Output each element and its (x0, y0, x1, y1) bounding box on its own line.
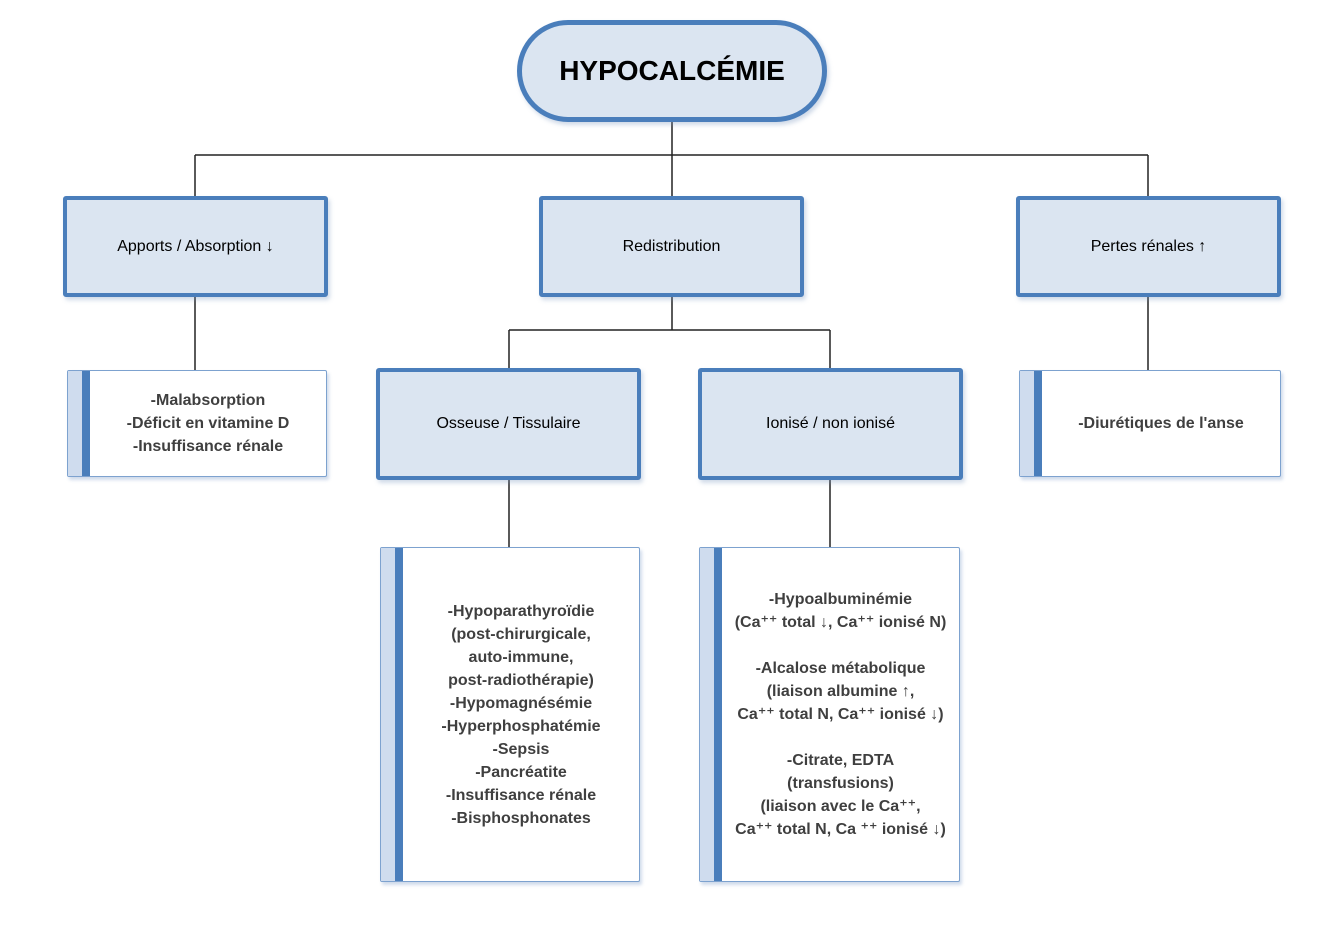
list-item: -Déficit en vitamine D (126, 415, 290, 432)
list-item: -Insuffisance rénale (445, 786, 597, 804)
list-ionise-causes: -Hypoalbuminémie (Ca⁺⁺ total ↓, Ca⁺⁺ ion… (699, 547, 960, 882)
node-apports-absorption: Apports / Absorption ↓ (63, 196, 328, 297)
list-pertes-causes: -Diurétiques de l'anse (1019, 370, 1281, 477)
list-item: -Malabsorption (150, 392, 266, 409)
list-item: -Bisphosphonates (451, 809, 591, 827)
node-redistribution-label: Redistribution (622, 237, 721, 255)
node-pertes-renales: Pertes rénales ↑ (1016, 196, 1281, 297)
accent-stripe-dark (1034, 371, 1042, 476)
node-ionise-non-ionise: Ionisé / non ionisé (698, 368, 963, 480)
accent-stripe-dark (82, 371, 90, 476)
list-item: (transfusions) (787, 775, 894, 792)
list-content: -Hypoparathyroïdie (post-chirurgicale, a… (403, 548, 639, 881)
accent-stripe-dark (395, 548, 403, 881)
list-content: -Hypoalbuminémie (Ca⁺⁺ total ↓, Ca⁺⁺ ion… (722, 548, 959, 881)
list-item: auto-immune, (468, 648, 574, 666)
list-item: -Hypomagnésémie (449, 694, 593, 712)
list-item: -Pancréatite (475, 763, 567, 781)
list-item: (Ca⁺⁺ total ↓, Ca⁺⁺ ionisé N) (734, 614, 947, 631)
list-item: -Diurétiques de l'anse (1078, 415, 1244, 432)
list-item: -Hypoalbuminémie (768, 591, 913, 608)
node-pertes-renales-label: Pertes rénales ↑ (1090, 237, 1207, 255)
list-group-citrate-edta: -Citrate, EDTA (transfusions) (liaison a… (735, 749, 946, 841)
node-ionise-non-ionise-label: Ionisé / non ionisé (766, 415, 895, 432)
list-item: -Insuffisance rénale (132, 438, 284, 455)
node-redistribution: Redistribution (539, 196, 804, 297)
list-item: -Citrate, EDTA (786, 752, 895, 769)
list-apports-causes: -Malabsorption -Déficit en vitamine D -I… (67, 370, 327, 477)
accent-stripe-light (68, 371, 82, 476)
accent-stripe-light (1020, 371, 1034, 476)
list-item: post-radiothérapie) (448, 671, 594, 689)
list-item: (liaison avec le Ca⁺⁺, (760, 798, 921, 815)
node-hypocalcemie: HYPOCALCÉMIE (517, 20, 827, 122)
list-content: -Diurétiques de l'anse (1042, 371, 1280, 476)
node-osseuse-tissulaire: Osseuse / Tissulaire (376, 368, 641, 480)
list-item: Ca⁺⁺ total N, Ca⁺⁺ ionisé ↓) (737, 706, 944, 723)
list-item: -Hypoparathyroïdie (447, 602, 595, 620)
list-group-hypoalbuminemie: -Hypoalbuminémie (Ca⁺⁺ total ↓, Ca⁺⁺ ion… (735, 588, 947, 634)
list-item: -Sepsis (492, 740, 550, 758)
accent-stripe-dark (714, 548, 722, 881)
node-hypocalcemie-label: HYPOCALCÉMIE (559, 55, 785, 86)
accent-stripe-light (381, 548, 395, 881)
list-item: (post-chirurgicale, (451, 625, 591, 643)
list-item: Ca⁺⁺ total N, Ca ⁺⁺ ionisé ↓) (735, 821, 946, 838)
list-item: -Hyperphosphatémie (441, 717, 601, 735)
list-content: -Malabsorption -Déficit en vitamine D -I… (90, 371, 326, 476)
list-item: -Alcalose métabolique (755, 660, 926, 677)
list-osseuse-causes: -Hypoparathyroïdie (post-chirurgicale, a… (380, 547, 640, 882)
node-osseuse-tissulaire-label: Osseuse / Tissulaire (436, 415, 581, 432)
accent-stripe-light (700, 548, 714, 881)
list-item: (liaison albumine ↑, (766, 683, 915, 700)
node-apports-absorption-label: Apports / Absorption ↓ (117, 237, 274, 255)
list-group-alcalose: -Alcalose métabolique (liaison albumine … (737, 657, 943, 726)
